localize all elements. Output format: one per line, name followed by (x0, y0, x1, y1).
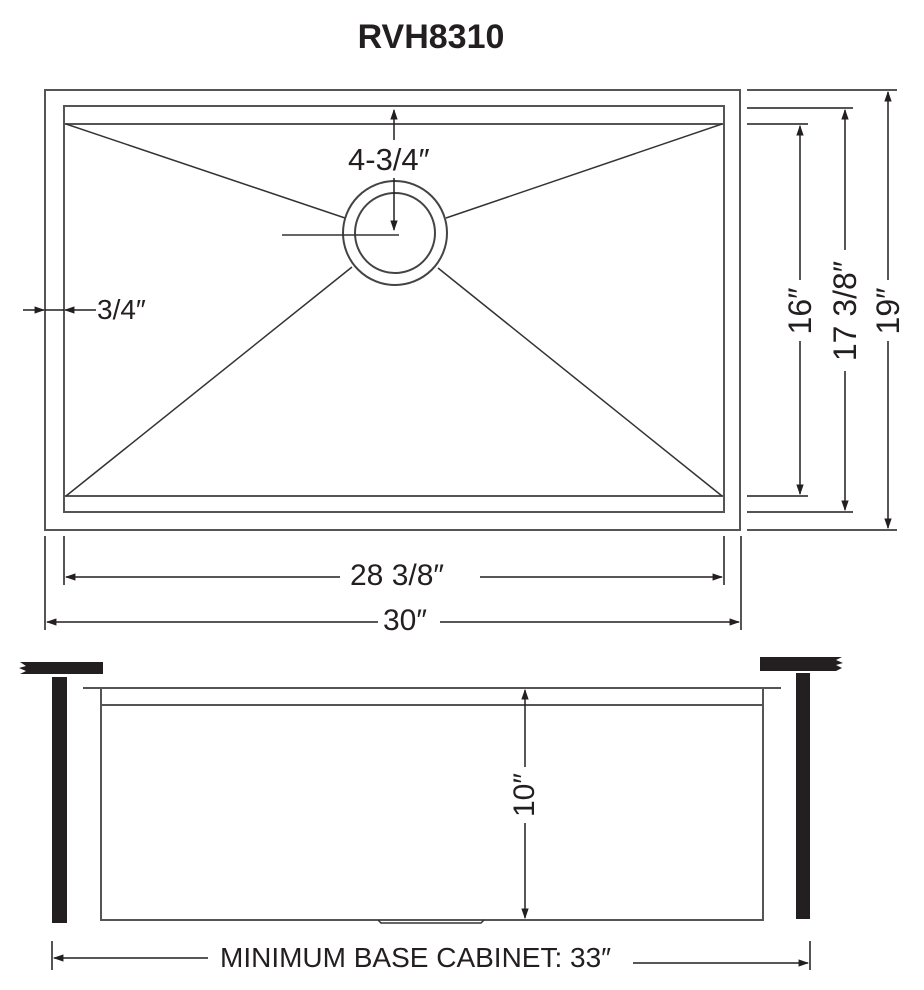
slope-lines (65, 123, 723, 497)
depth-label: 10″ (508, 770, 541, 820)
outer-length-label: 30″ (383, 604, 427, 637)
inner-width-label: 17 3/8″ (827, 251, 863, 371)
cabinet-wall-right (796, 673, 810, 919)
page-title: RVH8310 (357, 18, 505, 56)
cabinet-wall-left (52, 677, 67, 923)
drain-outer-icon (342, 180, 448, 286)
horizontal-dimension-lines (44, 536, 742, 630)
drain-profile-icon (377, 919, 485, 924)
countertop-right (760, 657, 843, 671)
countertop-left (19, 662, 103, 674)
flange-width-label: 3/4″ (97, 294, 146, 325)
right-extension-lines (747, 89, 897, 531)
inner-length-label: 28 3/8″ (350, 559, 445, 592)
drain-offset-label: 4-3/4″ (348, 142, 430, 177)
vertical-dimension-lines (796, 90, 892, 530)
bowl-width-label: 16″ (782, 281, 818, 341)
cabinet-size-label: MINIMUM BASE CABINET: 33″ (220, 942, 612, 973)
outer-width-label: 19″ (870, 281, 906, 341)
drain-inner-icon (354, 192, 436, 274)
side-view (19, 657, 843, 970)
sink-bowl-outline (100, 688, 764, 921)
